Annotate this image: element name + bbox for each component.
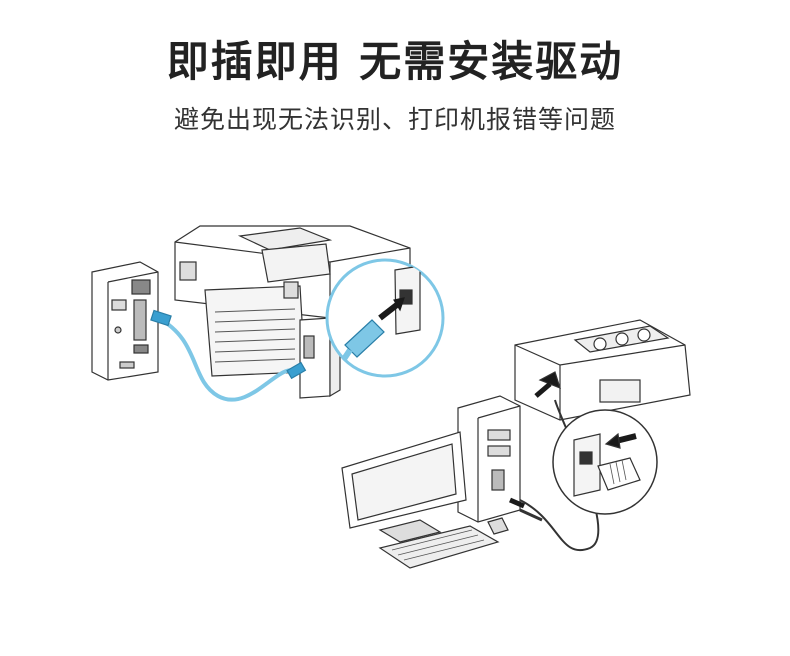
- inkjet-printer-icon: [514, 319, 691, 421]
- zoom-circle-2: [552, 409, 658, 515]
- arrow-icon: [378, 301, 400, 321]
- scene-2-inkjet-connection: [341, 319, 691, 569]
- monitor-icon: [341, 431, 467, 543]
- tower-computer-icon: [91, 261, 159, 381]
- page-subtitle: 避免出现无法识别、打印机报错等问题: [173, 105, 616, 134]
- arrow-icon: [509, 497, 525, 509]
- scene-1-mfp-connection: [91, 225, 445, 402]
- keyboard-icon: [378, 517, 509, 569]
- mfp-printer-icon: [174, 225, 411, 399]
- zoom-circle-1: [325, 258, 445, 378]
- desktop-tower-icon: [457, 395, 521, 523]
- usb-cable-1: [150, 309, 307, 402]
- page-title: 即插即用 无需安装驱动: [166, 37, 624, 86]
